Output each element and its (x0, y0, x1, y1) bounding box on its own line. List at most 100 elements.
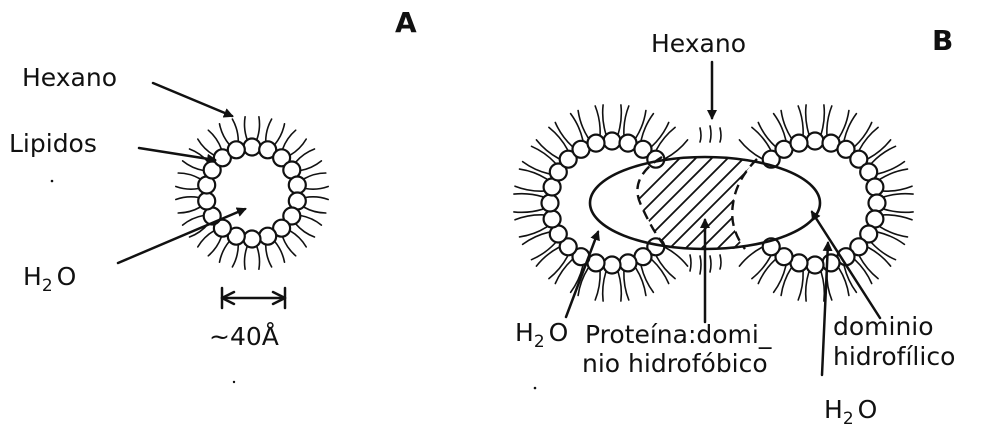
lipid-tail (301, 161, 322, 171)
lipid-tail (595, 272, 600, 301)
lipid-tail (595, 106, 600, 135)
lipid-tail (305, 187, 328, 190)
lipid-tail (220, 241, 230, 262)
lipid-tail (283, 237, 296, 256)
lipid-tail (798, 272, 803, 301)
lipid-tail (304, 207, 326, 213)
hexano-arrow-a (153, 83, 232, 116)
lipid-tail (603, 105, 606, 134)
lipid-tail (220, 124, 230, 145)
lipid-headgroup (604, 257, 621, 274)
lipid-tail (636, 111, 646, 138)
lipid-tail (257, 246, 260, 269)
lipid-tail (183, 161, 204, 171)
lipid-tail (520, 227, 547, 237)
lipid-tail (827, 106, 832, 135)
panel-label-a: A (395, 6, 417, 39)
lipid-tails-b-left (514, 105, 688, 301)
lipid-tail (618, 105, 621, 134)
lipid-tail (178, 207, 200, 213)
lipid-tail (781, 111, 791, 138)
speck (233, 381, 235, 383)
lipid-tail (839, 268, 849, 295)
dominio-label: dominio (833, 312, 934, 341)
lipid-tail (275, 124, 285, 145)
lipid-tail (636, 268, 646, 295)
lipid-headgroups-b-left (542, 133, 665, 274)
lipid-tail (178, 173, 200, 179)
lipid-tail (774, 114, 786, 140)
lipid-tail (839, 111, 849, 138)
lipid-tail (641, 266, 653, 292)
lipidos-arrow (139, 148, 215, 160)
lipid-tail (523, 232, 549, 244)
hexano-label-b: Hexano (651, 29, 746, 58)
lipid-tail (821, 105, 824, 134)
lipid-headgroup (620, 254, 637, 271)
lipid-tail (878, 162, 904, 174)
lipid-tail (806, 272, 809, 301)
lipid-tail (624, 106, 629, 135)
lipid-headgroup (791, 135, 808, 152)
lipid-headgroups-b-right (763, 133, 886, 274)
size-scale-bar (222, 288, 285, 308)
lipid-headgroup (289, 177, 306, 194)
lipid-tail (514, 194, 543, 197)
lipid-tail (624, 272, 629, 301)
lipid-headgroups-a (198, 139, 306, 248)
lipid-tail (296, 224, 315, 237)
lipid-tail (821, 272, 824, 301)
lipid-tail (244, 246, 247, 269)
lipid-headgroup (807, 257, 824, 274)
lipid-tail (515, 186, 544, 191)
lipid-tail (798, 106, 803, 135)
lipid-tail (290, 231, 306, 247)
reverse-micelle-a (176, 117, 328, 269)
lipid-tail (739, 140, 761, 159)
lipid-tail (176, 187, 199, 190)
lipid-headgroup (244, 139, 261, 156)
lipid-tail (603, 272, 606, 301)
lipid-headgroup (869, 195, 886, 212)
lipid-tail (844, 114, 856, 140)
lipid-headgroup (544, 211, 561, 228)
lipid-tail (304, 173, 326, 179)
lipid-tail (208, 130, 221, 149)
lipid-tail (618, 272, 621, 301)
lipid-headgroup (604, 133, 621, 150)
lipid-tail (208, 237, 221, 256)
lipid-tail (515, 215, 544, 220)
lipid-tail (806, 105, 809, 134)
lipid-tail (232, 119, 238, 141)
lipid-tail (880, 227, 907, 237)
proteina-label-line2: nio hidrofóbico (582, 349, 768, 378)
lipid-headgroup (588, 135, 605, 152)
lipid-tail (665, 140, 687, 159)
lipid-headgroup (259, 228, 276, 245)
lipid-tail (665, 248, 687, 267)
lipid-tail (301, 216, 322, 226)
lipid-tail (884, 209, 913, 212)
lipid-tail (739, 248, 761, 267)
lipid-headgroup (823, 254, 840, 271)
hexano-label-a: Hexano (22, 63, 117, 92)
lipid-tail (884, 194, 913, 197)
h2o-label-a: H2O (23, 262, 76, 296)
lipid-headgroup (244, 231, 261, 248)
lipid-headgroup (198, 193, 215, 210)
proteina-label: Proteína:domi_ (585, 320, 772, 349)
lipid-headgroup (542, 195, 559, 212)
lipid-tail (266, 119, 272, 141)
lipid-tail (520, 169, 547, 179)
dominio-label-line2: hidrofílico (833, 342, 955, 371)
lipid-tail (183, 216, 204, 226)
lipid-tail (275, 241, 285, 262)
reverse-micelle-b-left (514, 105, 688, 301)
lipid-tail (514, 209, 543, 212)
lipid-tail (878, 232, 904, 244)
lipid-tail (232, 245, 238, 267)
lipid-tail (290, 139, 306, 155)
lipid-tail (571, 114, 583, 140)
